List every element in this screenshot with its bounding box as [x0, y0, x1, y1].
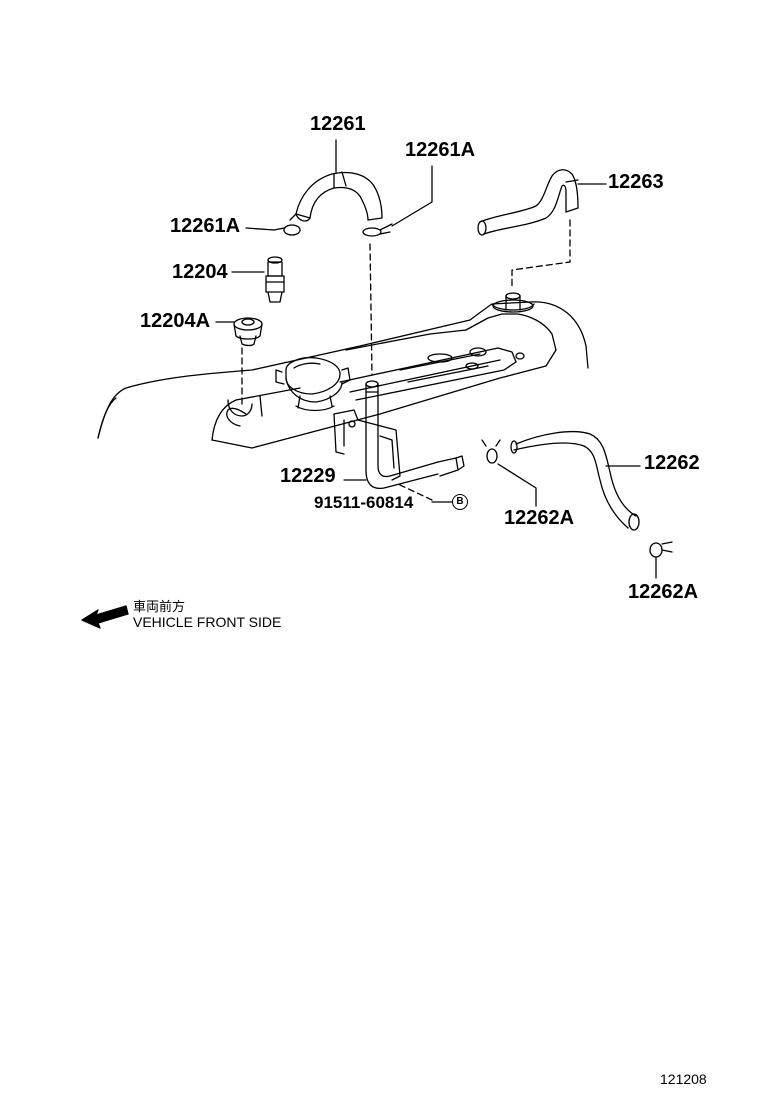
clip-12261A-left: [273, 213, 301, 236]
part-label-12261: 12261: [310, 113, 366, 135]
clip-12262A-mid: [481, 439, 501, 464]
part-label-12204A: 12204A: [140, 310, 211, 332]
leader-12261A-right: [391, 165, 433, 227]
vehicle-front-side-label: VEHICLE FRONT SIDE: [133, 614, 282, 630]
part-label-12262A-bottom: 12262A: [628, 581, 699, 603]
leader-12262A-mid: [497, 463, 537, 507]
part-label-91511-60814: 91511-60814: [314, 493, 414, 512]
part-label-12262: 12262: [644, 452, 700, 474]
hose-12262: [510, 431, 640, 531]
part-label-12263: 12263: [608, 171, 664, 193]
dashed-line-91511: [397, 483, 433, 501]
tube-12229: [333, 380, 465, 490]
leader-12261A-left: [245, 227, 275, 231]
part-label-12261A-top: 12261A: [405, 139, 476, 161]
part-label-12204: 12204: [172, 261, 228, 283]
hose-12263: [477, 169, 579, 236]
hose-12261: [295, 171, 383, 222]
grommet-12204A: [233, 317, 263, 347]
b-circle-mark: B: [452, 494, 468, 510]
dashed-line-12261: [369, 243, 373, 375]
figure-number: 121208: [660, 1071, 707, 1087]
part-label-12229: 12229: [280, 465, 336, 487]
dashed-line-12263: [511, 219, 571, 289]
part-label-12262A-mid: 12262A: [504, 507, 575, 529]
part-label-12261A-left: 12261A: [170, 215, 241, 237]
vehicle-front-japanese-label: 車両前方: [133, 600, 186, 615]
pcv-valve-12204: [265, 256, 285, 303]
clip-12262A-bottom: [649, 541, 673, 558]
clip-12261A-right: [362, 223, 393, 237]
vehicle-front-arrow-icon: [81, 605, 129, 629]
